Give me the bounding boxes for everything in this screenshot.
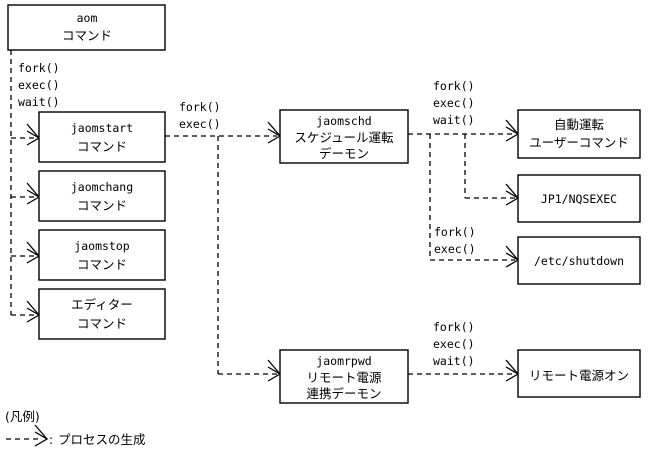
node-etc-shutdown[interactable]: /etc/shutdown	[517, 236, 641, 285]
auto-user-command-box[interactable]	[517, 109, 641, 159]
label-start-to-schd: fork() exec()	[179, 100, 221, 131]
aom-box[interactable]	[7, 4, 166, 51]
etc-shutdown-box[interactable]	[517, 236, 641, 285]
jaomschd-line3: デーモン	[319, 146, 369, 161]
jaomchang-box[interactable]	[38, 170, 166, 222]
remote-power-on-label: リモート電源オン	[529, 368, 629, 383]
editor-box[interactable]	[38, 288, 166, 340]
rpwd-exec-label: exec()	[433, 337, 475, 351]
connector-aom-trunk	[10, 50, 41, 323]
connector-start-to-schd	[165, 121, 282, 382]
aom-subtitle: コマンド	[62, 28, 112, 43]
jaomrpwd-title: jaomrpwd	[316, 354, 371, 368]
jaomchang-subtitle: コマンド	[77, 198, 127, 213]
jaomschd-line2: スケジュール運転	[294, 130, 394, 145]
node-editor-command[interactable]: エディター コマンド	[38, 288, 166, 340]
schd-upper-fork-label: fork()	[433, 79, 475, 93]
jaomschd-title: jaomschd	[316, 114, 371, 128]
node-jaomschd-daemon[interactable]: jaomschd スケジュール運転 デーモン	[279, 109, 409, 164]
schd-lower-fork-label: fork()	[434, 225, 476, 239]
auto-user-command-line1: 自動運転	[554, 117, 605, 132]
editor-title: エディター	[71, 297, 133, 312]
rpwd-wait-label: wait()	[433, 354, 475, 368]
label-schd-lower: fork() exec()	[434, 225, 476, 256]
node-jaomrpwd-daemon[interactable]: jaomrpwd リモート電源 連携デーモン	[279, 349, 409, 404]
label-schd-upper: fork() exec() wait()	[433, 79, 475, 127]
start-exec-label: exec()	[179, 117, 221, 131]
node-aom-command[interactable]: aom コマンド	[7, 4, 166, 51]
aom-fork-label: fork()	[18, 61, 60, 75]
editor-subtitle: コマンド	[77, 316, 127, 331]
start-fork-label: fork()	[179, 100, 221, 114]
jaomchang-title: jaomchang	[71, 180, 133, 194]
jp1-nqsexec-box[interactable]	[517, 174, 641, 223]
schd-lower-exec-label: exec()	[434, 242, 476, 256]
node-jaomstop-command[interactable]: jaomstop コマンド	[38, 229, 166, 281]
schd-upper-wait-label: wait()	[433, 113, 475, 127]
auto-user-command-line2: ユーザーコマンド	[529, 135, 629, 150]
jaomrpwd-line3: 連携デーモン	[306, 386, 381, 401]
jaomstop-box[interactable]	[38, 229, 166, 281]
legend-arrow-icon-upper	[34, 424, 48, 440]
etc-shutdown-label: /etc/shutdown	[534, 254, 624, 268]
aom-wait-label: wait()	[18, 95, 60, 109]
jaomstop-subtitle: コマンド	[77, 257, 127, 272]
jaomstart-box[interactable]	[38, 111, 166, 163]
jaomstart-title: jaomstart	[71, 121, 133, 135]
legend-description: プロセスの生成	[58, 432, 146, 447]
jaomstart-subtitle: コマンド	[77, 139, 127, 154]
legend: (凡例) : プロセスの生成	[5, 409, 146, 447]
remote-power-on-box[interactable]	[517, 349, 641, 398]
jaomrpwd-line2: リモート電源	[306, 370, 382, 385]
schd-upper-exec-label: exec()	[433, 96, 475, 110]
node-jp1-nqsexec[interactable]: JP1/NQSEXEC	[517, 174, 641, 223]
node-remote-power-on[interactable]: リモート電源オン	[517, 349, 641, 398]
aom-exec-label: exec()	[18, 78, 60, 92]
legend-colon: :	[49, 432, 53, 447]
label-aom-branch: fork() exec() wait()	[18, 61, 60, 109]
jaomstop-title: jaomstop	[74, 239, 129, 253]
jaomschd-box[interactable]	[279, 109, 409, 164]
aom-title: aom	[77, 11, 98, 25]
legend-title: (凡例)	[5, 409, 40, 424]
node-auto-user-command[interactable]: 自動運転 ユーザーコマンド	[517, 109, 641, 159]
jaomrpwd-box[interactable]	[279, 349, 409, 404]
rpwd-fork-label: fork()	[433, 320, 475, 334]
jp1-nqsexec-label: JP1/NQSEXEC	[541, 192, 617, 206]
label-rpwd-right: fork() exec() wait()	[433, 320, 475, 368]
node-jaomstart-command[interactable]: jaomstart コマンド	[38, 111, 166, 163]
node-jaomchang-command[interactable]: jaomchang コマンド	[38, 170, 166, 222]
